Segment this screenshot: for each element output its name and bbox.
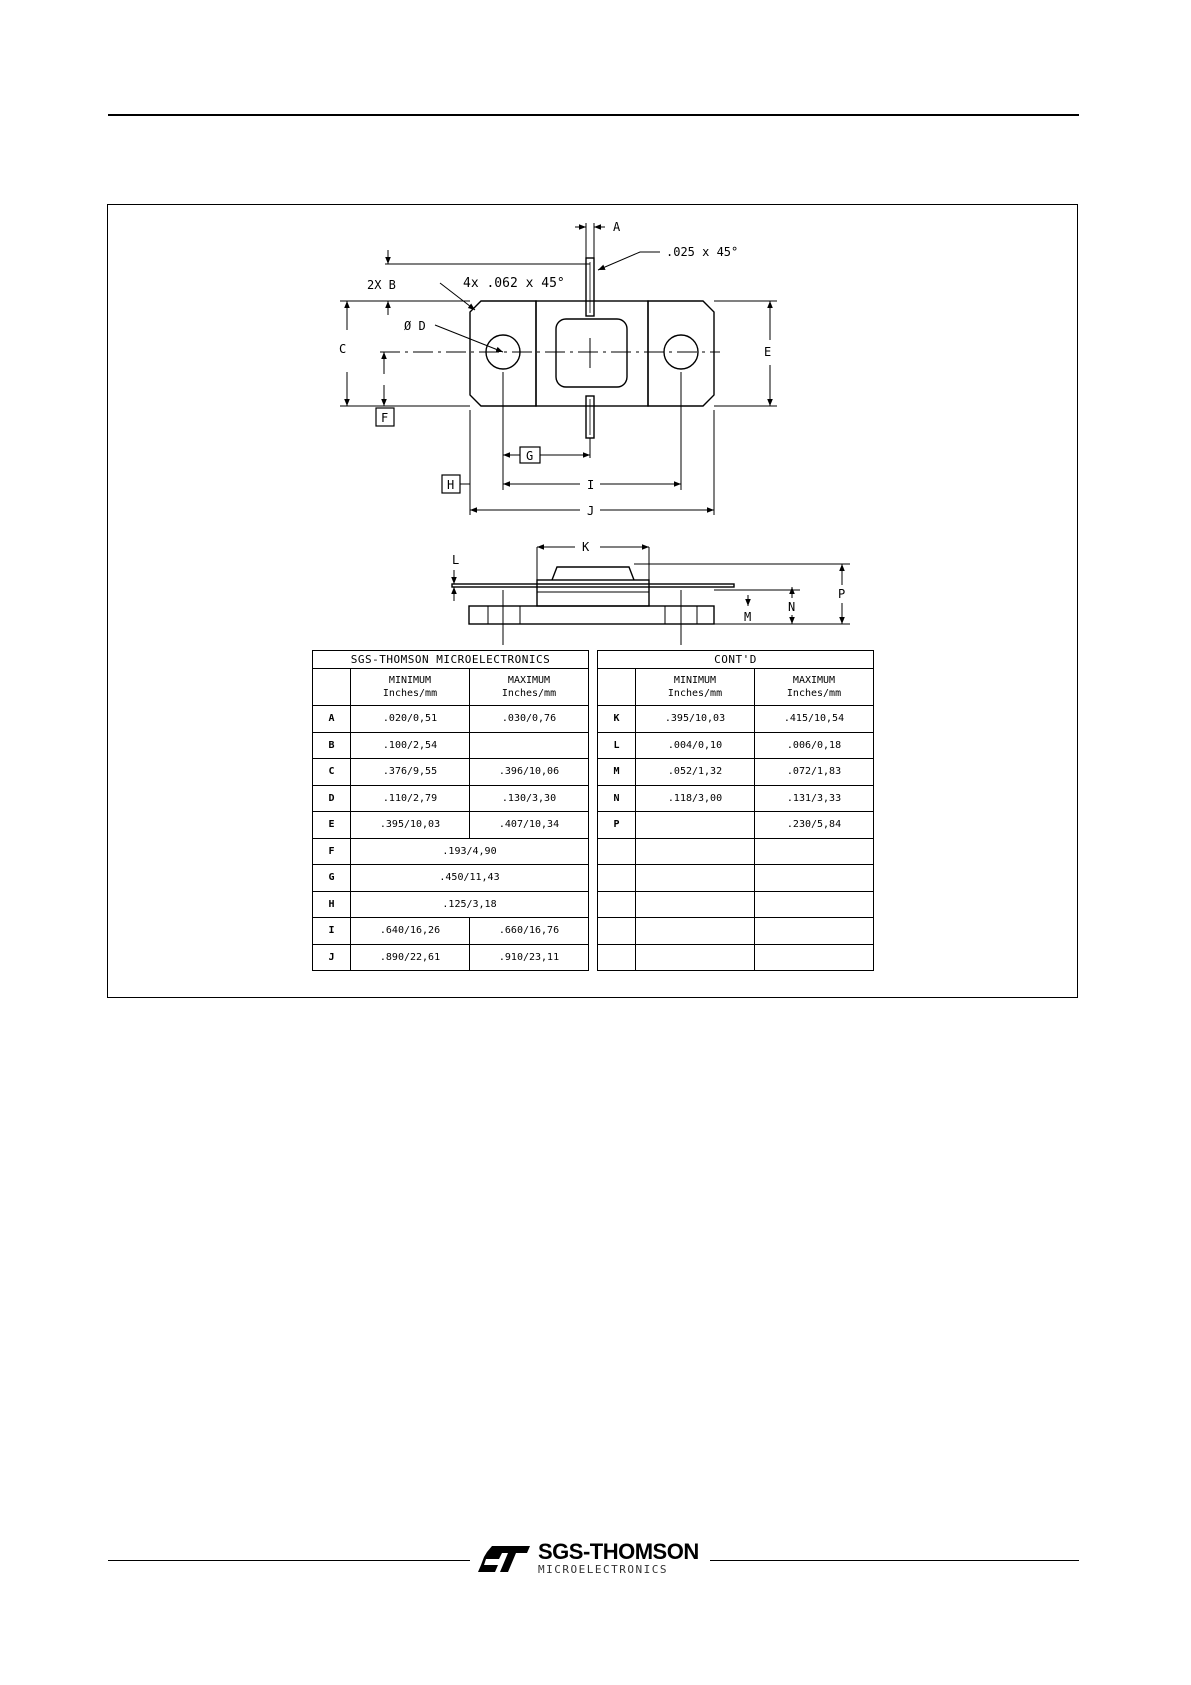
table-row: B.100/2,54 [312,731,589,759]
package-body [535,300,649,407]
table-row [597,943,875,971]
label-2x-b: 2X B [367,278,396,292]
table-title: SGS-THOMSON MICROELECTRONICS [312,650,589,669]
table-row: I.640/16,26.660/16,76 [312,917,589,945]
table-row: D.110/2,79.130/3,30 [312,784,589,812]
label-g: G [526,449,533,463]
table-row [597,917,875,945]
label-k: K [582,540,590,554]
header-rule [108,114,1079,116]
drawing-frame [107,204,1078,998]
label-d: Ø D [404,319,426,333]
package-drawing: A .025 x 45° 2X B 4x .062 x 45° C Ø D E … [339,220,850,645]
label-f: F [381,411,388,425]
table-row: M.052/1,32.072/1,83 [597,758,875,786]
table-row: N.118/3,00.131/3,33 [597,784,875,812]
datum-f-box [375,407,395,427]
table-row: G.450/11,43 [312,864,589,892]
label-j: J [587,504,594,518]
side-base [468,605,715,625]
label-n: N [788,600,795,614]
footer-rule-right [710,1560,1079,1561]
brand-subtitle: MICROELECTRONICS [538,1563,668,1576]
table-row: L.004/0,10.006/0,18 [597,731,875,759]
table-row: H.125/3,18 [312,890,589,918]
datum-h-box [441,474,461,494]
table-row [597,890,875,918]
label-corner-chamfer: 4x .062 x 45° [463,276,565,291]
table-row [597,837,875,865]
table-row: P.230/5,84 [597,811,875,839]
table-row [597,864,875,892]
label-l: L [452,553,459,567]
footer-rule-left [108,1560,470,1561]
label-i: I [587,478,594,492]
st-logo-icon [478,1546,530,1572]
label-lead-chamfer: .025 x 45° [666,245,738,259]
table-title: CONT'D [596,650,875,669]
side-lead [451,583,735,588]
side-body [536,579,650,607]
label-p: P [838,587,845,601]
label-m: M [744,610,751,624]
lead-top [585,257,595,317]
table-row: E.395/10,03.407/10,34 [312,811,589,839]
label-h: H [447,478,454,492]
side-lid [551,566,635,581]
datum-g-box [519,446,541,464]
table-row: C.376/9,55.396/10,06 [312,758,589,786]
table-row: A.020/0,51.030/0,76 [312,705,589,733]
label-c: C [339,342,346,356]
lid [555,318,628,388]
table-row: K.395/10,03.415/10,54 [597,705,875,733]
table-row: F.193/4,90 [312,837,589,865]
label-e: E [764,345,771,359]
brand-name: SGS-THOMSON [538,1539,699,1564]
label-a: A [613,220,621,234]
table-row: J.890/22,61.910/23,11 [312,943,589,971]
